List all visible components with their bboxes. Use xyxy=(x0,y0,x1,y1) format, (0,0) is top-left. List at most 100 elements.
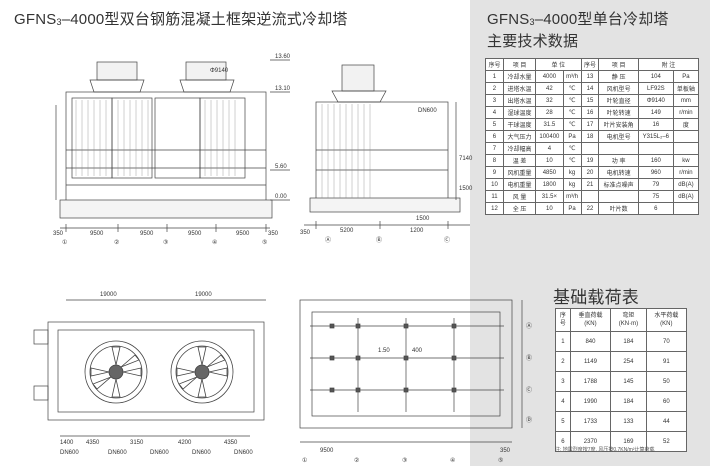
right-title: GFNS3–4000型单台冷却塔主要技术数据 xyxy=(487,11,669,50)
spec-row-cell: 1800 xyxy=(535,178,564,191)
spec-row-cell: 14 xyxy=(580,82,600,95)
load-row-cell: 145 xyxy=(610,371,647,392)
side-level-1: 7140 xyxy=(459,156,473,162)
spec-row-cell: 10 xyxy=(535,202,564,215)
spec-row-cell: r/min xyxy=(672,166,700,179)
front-axis-3: ③ xyxy=(163,239,168,246)
load-row-cell: 184 xyxy=(610,391,647,412)
spec-row-cell: 电机转速 xyxy=(598,166,639,179)
front-axis-1: ① xyxy=(62,239,67,246)
plan-top-dim-2: 19000 xyxy=(195,292,212,298)
plan-dn-1: DN600 xyxy=(60,450,79,456)
spec-row-cell: 风机型号 xyxy=(598,82,639,95)
spec-row-cell: 进塔水温 xyxy=(502,82,537,95)
plan-bottom-dim-2: 4350 xyxy=(86,440,100,446)
load-row-cell: 169 xyxy=(610,431,647,452)
spec-row-cell: m³/h xyxy=(562,190,582,203)
spec-row-cell: Pa xyxy=(562,202,582,215)
load-row-cell: 1149 xyxy=(569,351,612,372)
spec-row-cell: 75 xyxy=(637,190,674,203)
spec-header-row: 序号 项 目 单 位 序号 项 目 附 注 xyxy=(485,58,700,71)
load-row-cell: 70 xyxy=(645,331,688,352)
side-dim-4: 1500 xyxy=(416,216,430,222)
spec-row-cell: 风 量 xyxy=(502,190,537,203)
spec-row-cell xyxy=(672,130,700,143)
side-level-2: 1500 xyxy=(459,186,473,192)
front-dim-1: 350 xyxy=(53,231,64,237)
load-row-cell: 840 xyxy=(569,331,612,352)
right-title-line2: 主要技术数据 xyxy=(487,33,579,50)
front-fan-diameter: Φ9140 xyxy=(210,68,229,74)
spec-row-cell: LF92S xyxy=(637,82,674,95)
spec-row-cell xyxy=(672,142,700,155)
plan-dn-5: DN600 xyxy=(234,450,253,456)
side-elevation-drawing xyxy=(304,64,470,229)
spec-row-cell xyxy=(598,142,639,155)
spec-row-cell: Y315L₂–6 xyxy=(637,130,674,143)
spec-row-cell: 叶轮直径 xyxy=(598,94,639,107)
found-axis-1: ① xyxy=(302,457,307,464)
spec-row-cell: 21 xyxy=(580,178,600,191)
load-row-cell: 4 xyxy=(555,391,571,412)
found-axis-2: ② xyxy=(354,457,359,464)
plan-top-dim-1: 19000 xyxy=(100,292,117,298)
spec-row-cell: 31.5× xyxy=(535,190,564,203)
spec-header: 序号 xyxy=(485,58,504,71)
plan-dn-2: DN600 xyxy=(108,450,127,456)
spec-row-cell: 大气压力 xyxy=(502,130,537,143)
fan-left xyxy=(84,340,148,404)
front-dim-5: 9500 xyxy=(236,231,250,237)
spec-row-cell xyxy=(672,202,700,215)
load-row-cell: 1788 xyxy=(569,371,612,392)
side-axis-b: Ⓑ xyxy=(376,236,382,244)
front-axis-5: ⑤ xyxy=(262,239,267,246)
plan-dn-3: DN600 xyxy=(150,450,169,456)
found-axis-3: ③ xyxy=(402,457,407,464)
load-header: 水平荷载 (KN) xyxy=(645,308,688,332)
spec-row-cell: 11 xyxy=(485,190,504,203)
spec-row-cell: 15 xyxy=(580,94,600,107)
spec-row-cell: 9 xyxy=(485,166,504,179)
spec-row-cell: 17 xyxy=(580,118,600,131)
load-table-note: 注: 地震烈度按7度, 风压按0.7KN/m²计算荷载 xyxy=(555,447,655,453)
spec-header: 单 位 xyxy=(535,58,582,71)
spec-row-cell: ℃ xyxy=(562,118,582,131)
spec-row-cell xyxy=(580,142,600,155)
plan-bottom-dim-1: 1400 xyxy=(60,440,74,446)
spec-row-cell: 32 xyxy=(535,94,564,107)
spec-row-cell: 静 压 xyxy=(598,70,639,83)
found-dim-2: 350 xyxy=(500,448,511,454)
found-row-axis-d: Ⓓ xyxy=(526,416,532,424)
spec-row-cell: 28 xyxy=(535,106,564,119)
load-header-row: 序号 垂直荷载 (KN) 弯矩 (KN·m) 水平荷载 (KN) xyxy=(555,308,688,332)
spec-row-cell: 1 xyxy=(485,70,504,83)
found-row-axis-b: Ⓑ xyxy=(526,354,532,362)
spec-row-cell: 10 xyxy=(485,178,504,191)
spec-row-cell: 4 xyxy=(485,106,504,119)
spec-row-cell: kg xyxy=(562,178,582,191)
spec-row-cell: kg xyxy=(562,166,582,179)
spec-row-cell: ℃ xyxy=(562,154,582,167)
spec-row-cell: 风机重量 xyxy=(502,166,537,179)
load-row-cell: 91 xyxy=(645,351,688,372)
spec-row-cell: 冷却水量 xyxy=(502,70,537,83)
side-dn: DN600 xyxy=(418,108,437,114)
spec-row-cell: 8 xyxy=(485,154,504,167)
front-dim-2: 9500 xyxy=(90,231,104,237)
spec-row-cell: 出塔水温 xyxy=(502,94,537,107)
spec-row-cell: 22 xyxy=(580,202,600,215)
load-row-cell: 5 xyxy=(555,411,571,432)
spec-row-cell: 960 xyxy=(637,166,674,179)
side-dim-1: 350 xyxy=(300,230,311,236)
spec-header: 项 目 xyxy=(502,58,537,71)
